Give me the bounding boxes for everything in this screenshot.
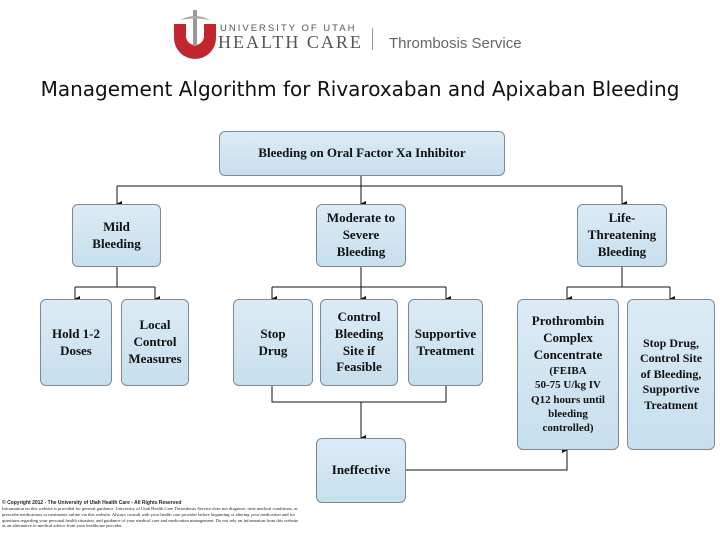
university-name: UNIVERSITY OF UTAH (220, 23, 357, 34)
node-moderate-severe-bleeding: Moderate to Severe Bleeding (316, 204, 406, 267)
node-hold-doses: Hold 1-2 Doses (40, 299, 112, 386)
service-name: Thrombosis Service (389, 35, 522, 52)
university-logo-icon (174, 10, 216, 59)
node-bleeding-on-factor-xa: Bleeding on Oral Factor Xa Inhibitor (219, 131, 505, 176)
page-title: Management Algorithm for Rivaroxaban and… (40, 77, 680, 101)
node-stop-drug-control-site: Stop Drug, Control Site of Bleeding, Sup… (627, 299, 715, 450)
node-local-control: Local Control Measures (121, 299, 189, 386)
header-divider (372, 28, 373, 50)
node-stop-drug: Stop Drug (233, 299, 313, 386)
pcc-dosing: (FEIBA 50-75 U/kg IV Q12 hours until ble… (531, 365, 605, 435)
node-mild-bleeding: Mild Bleeding (72, 204, 161, 267)
node-control-bleeding-site: Control Bleeding Site if Feasible (320, 299, 398, 386)
copyright: © Copyright 2012 - The University of Uta… (2, 500, 182, 506)
node-pcc: Prothrombin Complex Concentrate (FEIBA 5… (517, 299, 619, 450)
disclaimer: Information on this website is provided … (2, 506, 299, 529)
node-life-threatening-bleeding: Life- Threatening Bleeding (577, 204, 667, 267)
node-supportive-treatment: Supportive Treatment (408, 299, 483, 386)
health-care-name: HEALTH CARE (218, 32, 363, 52)
node-ineffective: Ineffective (316, 438, 406, 503)
footer: © Copyright 2012 - The University of Uta… (2, 500, 302, 529)
pcc-title: Prothrombin Complex Concentrate (531, 313, 605, 363)
